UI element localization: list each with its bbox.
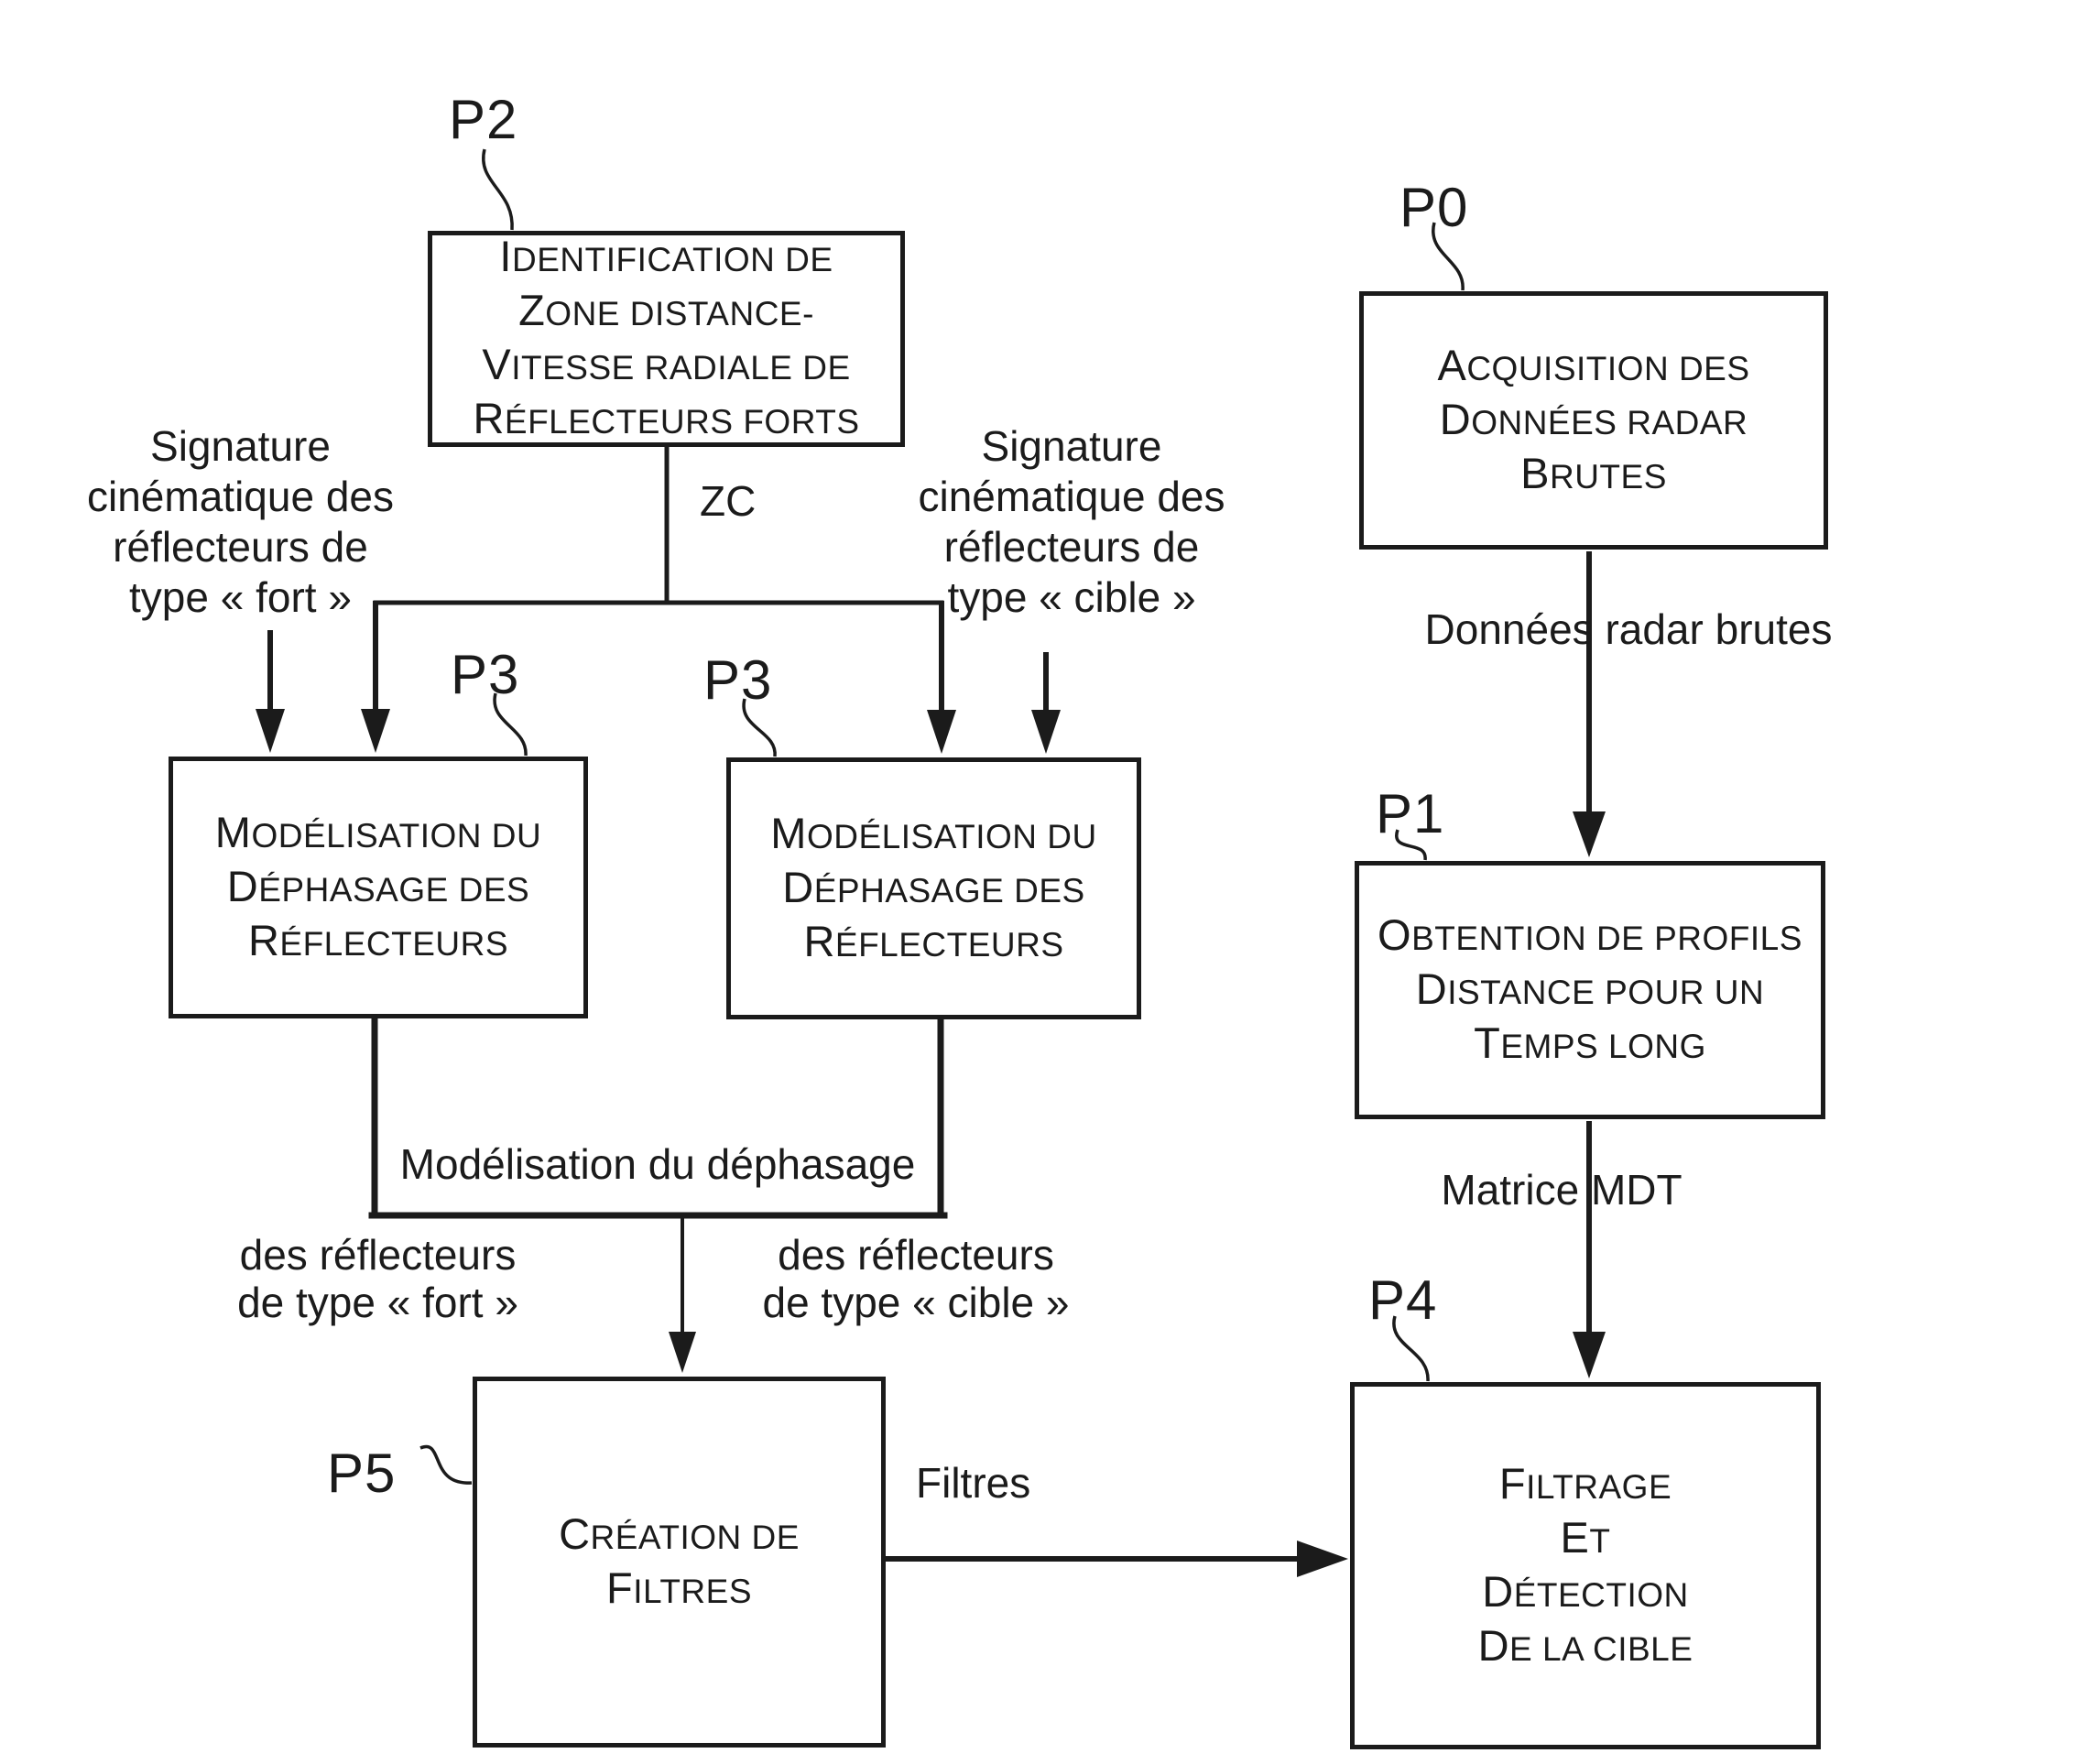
ref-label-p5: P5 [327, 1443, 397, 1504]
label-merge-cible: des réflecteurs de type « cible » [756, 1231, 1076, 1326]
arrowhead-zc-right [927, 710, 956, 754]
ref-label-p4: P4 [1368, 1269, 1438, 1331]
label-modelisation-du-dephasage: Modélisation du déphasage [399, 1140, 916, 1188]
arrowhead-zc-left [361, 709, 390, 753]
box-p3-right-line1: MODÉLISATION DU [770, 808, 1097, 857]
label-signature-cible-line4: type « cible » [947, 573, 1196, 621]
label-merge-cible-line2: de type « cible » [762, 1279, 1070, 1326]
label-signature-cible-line3: réflecteurs de [943, 523, 1200, 571]
box-p2-line2: ZONE DISTANCE- [518, 286, 814, 334]
label-merge-fort-line2: de type « fort » [237, 1279, 518, 1326]
arrowhead-p5-p4 [1297, 1541, 1348, 1577]
label-zc: ZC [700, 477, 757, 525]
label-signature-fort: Signature cinématique des réflecteurs de… [32, 421, 449, 623]
ref-label-p2: P2 [449, 89, 518, 150]
box-p0-acquisition: ACQUISITION DES DONNÉES RADAR BRUTES [1359, 291, 1828, 550]
box-p5-line1: CRÉATION DE [559, 1508, 800, 1558]
box-p2-line3: VITESSE RADIALE DE [482, 340, 851, 388]
label-filtres: Filtres [916, 1459, 1031, 1507]
label-matrice-mdt: Matrice MDT [1441, 1166, 1683, 1214]
ref-label-p3-left: P3 [451, 644, 520, 705]
label-signature-fort-line3: réflecteurs de [113, 523, 368, 571]
leader-squiggle-p5 [419, 1444, 473, 1485]
box-p4-line2: ET [1560, 1512, 1611, 1562]
box-p4-line1: FILTRAGE [1498, 1458, 1672, 1508]
leader-squiggle-p2 [482, 148, 514, 231]
box-p3-right-line2: DÉPHASAGE DES [782, 862, 1085, 911]
arrowhead-sig-cible [1031, 710, 1061, 754]
arrowhead-p0-p1 [1573, 811, 1606, 857]
box-p4-line3: DÉTECTION [1482, 1566, 1689, 1616]
ref-label-p0: P0 [1399, 177, 1469, 238]
arrowhead-sig-fort [256, 709, 285, 753]
box-p1-line1: OBTENTION DE PROFILS [1378, 909, 1802, 959]
label-signature-fort-line1: Signature [150, 422, 331, 470]
label-merge-cible-line1: des réflecteurs [778, 1231, 1054, 1279]
label-signature-fort-line2: cinématique des [87, 473, 394, 520]
box-p3-right-line3: RÉFLECTEURS [803, 916, 1064, 965]
box-p4-filtrage-detection: FILTRAGE ET DÉTECTION DE LA CIBLE [1350, 1382, 1821, 1749]
box-p3-right-modelisation: MODÉLISATION DU DÉPHASAGE DES RÉFLECTEUR… [726, 757, 1141, 1019]
box-p2-identification-zone: IDENTIFICATION DE ZONE DISTANCE- VITESSE… [428, 231, 905, 447]
box-p1-line3: TEMPS LONG [1474, 1018, 1706, 1067]
box-p4-line4: DE LA CIBLE [1477, 1620, 1693, 1670]
box-p1-obtention-profils: OBTENTION DE PROFILS DISTANCE POUR UN TE… [1355, 861, 1825, 1119]
arrowhead-p1-p4 [1573, 1332, 1606, 1378]
box-p3-left-line1: MODÉLISATION DU [214, 807, 542, 856]
box-p2-line4: RÉFLECTEURS FORTS [473, 394, 860, 442]
arrowhead-merge-p5 [669, 1332, 696, 1373]
label-donnees-radar-brutes: Données radar brutes [1424, 605, 1833, 653]
box-p1-line2: DISTANCE POUR UN [1415, 964, 1765, 1013]
box-p3-left-line3: RÉFLECTEURS [247, 915, 509, 964]
ref-label-p1: P1 [1376, 783, 1445, 844]
label-signature-fort-line4: type « fort » [129, 573, 352, 621]
box-p3-left-line2: DÉPHASAGE DES [226, 861, 530, 910]
box-p5-creation-filtres: CRÉATION DE FILTRES [473, 1377, 886, 1748]
label-signature-cible-line2: cinématique des [918, 473, 1225, 520]
ref-label-p3-right: P3 [703, 649, 773, 711]
label-merge-fort-line1: des réflecteurs [239, 1231, 517, 1279]
box-p0-line3: BRUTES [1520, 448, 1667, 497]
box-p5-line2: FILTRES [605, 1563, 752, 1612]
label-merge-fort: des réflecteurs de type « fort » [220, 1231, 536, 1326]
label-signature-cible-line1: Signature [981, 422, 1162, 470]
box-p0-line1: ACQUISITION DES [1437, 340, 1750, 389]
label-signature-cible: Signature cinématique des réflecteurs de… [866, 421, 1278, 623]
box-p2-line1: IDENTIFICATION DE [499, 232, 833, 280]
box-p0-line2: DONNÉES RADAR [1439, 394, 1748, 443]
box-p3-left-modelisation: MODÉLISATION DU DÉPHASAGE DES RÉFLECTEUR… [169, 757, 588, 1018]
